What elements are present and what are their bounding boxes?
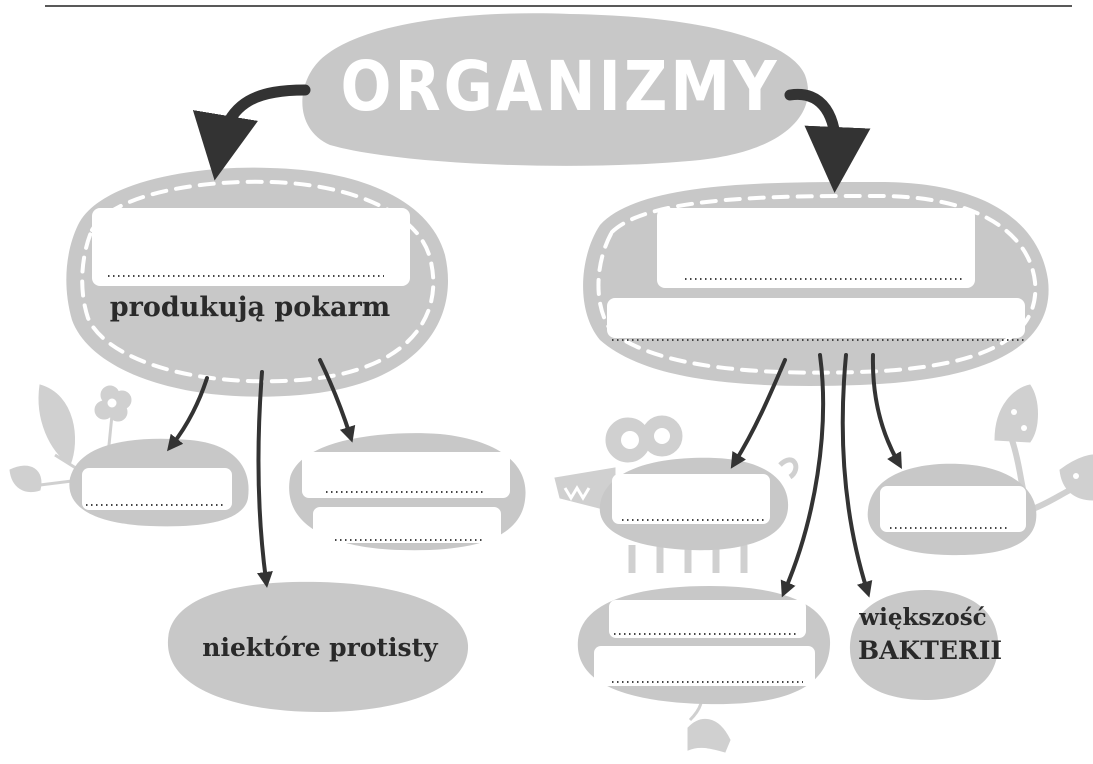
left-child-2-answer-box-1[interactable] — [302, 452, 510, 498]
right-child-4-label-line2: BAKTERII — [858, 636, 1003, 665]
title-arrows — [192, 84, 871, 193]
left-branch-blob — [66, 167, 449, 397]
arrow-to-left-child-2 — [318, 358, 356, 443]
left-branch-label: produkują pokarm — [109, 292, 391, 323]
right-child-1-answer-box[interactable] — [612, 474, 770, 524]
decorations — [9, 384, 1093, 753]
right-branch-answer-box-1[interactable] — [657, 208, 975, 288]
arrow-to-left-branch — [192, 84, 311, 181]
right-branch-answer-box-2[interactable] — [607, 298, 1025, 338]
left-branch-answer-box[interactable] — [92, 208, 410, 286]
title-blob — [302, 13, 809, 166]
arrow-to-left-child-1 — [167, 376, 209, 452]
arrow-to-right-branch — [784, 88, 871, 193]
left-child-3-label: niektóre protisty — [202, 633, 438, 662]
left-child-3-blob — [167, 581, 469, 712]
right-child-1-blob — [599, 457, 789, 551]
arrow-to-left-child-3 — [256, 370, 273, 588]
monster-decoration — [554, 415, 799, 573]
child-arrows — [167, 353, 902, 598]
arrow-to-right-child-2 — [870, 353, 902, 469]
left-child-1-answer-box[interactable] — [82, 468, 232, 510]
diagram-title: ORGANIZMY — [340, 46, 780, 128]
right-child-3-answer-box-1[interactable] — [609, 600, 806, 638]
right-child-2-answer-box[interactable] — [880, 486, 1026, 532]
arrow-to-right-child-1 — [730, 358, 787, 469]
right-child-3-answer-box-2[interactable] — [594, 646, 815, 686]
left-child-2-blob — [289, 433, 526, 551]
flower-decoration — [94, 385, 132, 456]
right-child-4-blob — [849, 590, 999, 700]
arrow-to-right-child-4 — [840, 353, 873, 598]
left-child-1-blob — [69, 438, 249, 527]
right-child-3-blob — [577, 586, 831, 705]
arrow-to-right-child-3 — [780, 353, 826, 598]
right-child-4-label-line1: większość — [859, 604, 987, 631]
right-branch-blob — [583, 181, 1049, 386]
right-child-2-blob — [867, 463, 1037, 556]
left-child-2-answer-box-2[interactable] — [313, 507, 501, 543]
